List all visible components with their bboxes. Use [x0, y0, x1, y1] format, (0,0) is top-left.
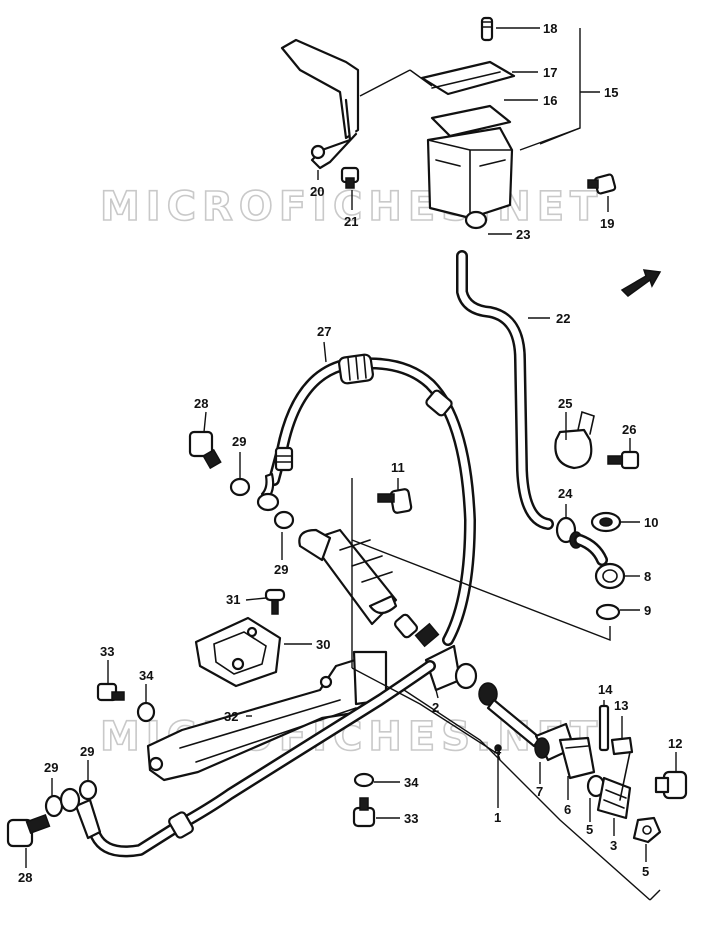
label-29-b: 29 — [274, 562, 288, 577]
washer-9 — [595, 603, 621, 621]
label-29-d: 29 — [80, 744, 94, 759]
washer-29-d — [78, 779, 98, 801]
label-29-c: 29 — [44, 760, 58, 775]
bolt-21 — [340, 166, 360, 189]
label-2: 2 — [432, 700, 439, 715]
label-12: 12 — [668, 736, 682, 751]
label-15: 15 — [604, 85, 618, 100]
leader-lines — [25, 27, 677, 901]
label-5-a: 5 — [586, 822, 593, 837]
label-23: 23 — [516, 227, 530, 242]
brake-pipe-1 — [74, 660, 436, 858]
label-30: 30 — [316, 637, 330, 652]
label-17: 17 — [543, 65, 557, 80]
cotter-pin-13 — [610, 736, 634, 801]
washer-29-b — [273, 510, 295, 530]
bolt-19 — [587, 173, 617, 195]
push-rod-4 — [486, 698, 542, 752]
clevis-3 — [596, 776, 632, 820]
label-31: 31 — [226, 592, 240, 607]
reservoir-hose — [456, 250, 554, 530]
hose-fitting-8 — [574, 534, 626, 590]
label-16: 16 — [543, 93, 557, 108]
label-18: 18 — [543, 21, 557, 36]
label-33-left: 33 — [100, 644, 114, 659]
label-4: 4 — [494, 743, 502, 758]
label-6: 6 — [564, 802, 571, 817]
bolt-26 — [607, 450, 640, 470]
label-10: 10 — [644, 515, 658, 530]
washer-34-center — [353, 772, 375, 788]
plate-30 — [194, 616, 282, 688]
label-28-bottom: 28 — [18, 870, 32, 885]
clamp-bracket-25 — [554, 410, 595, 470]
label-29-a: 29 — [232, 434, 246, 449]
label-27: 27 — [317, 324, 331, 339]
label-33-center: 33 — [404, 811, 418, 826]
label-13: 13 — [614, 698, 628, 713]
brake-hose-27 — [260, 353, 476, 646]
reservoir-bracket — [280, 38, 360, 170]
joint-2 — [424, 644, 498, 706]
label-1: 1 — [494, 810, 501, 825]
label-11: 11 — [391, 460, 405, 475]
washer-29-a — [229, 477, 251, 497]
front-arrow-icon — [620, 269, 662, 297]
label-3: 3 — [610, 838, 617, 853]
master-cylinder — [298, 528, 440, 648]
union-bolt-28-bottom — [6, 813, 51, 848]
banjo-eye — [256, 492, 280, 512]
union-bolt-28-top — [188, 430, 222, 470]
screw-31 — [264, 588, 286, 615]
bolt-12 — [654, 770, 688, 800]
label-21: 21 — [344, 214, 358, 229]
label-9: 9 — [644, 603, 651, 618]
grommet-10 — [590, 511, 622, 533]
watermark-top: MICROFICHES.NET — [100, 184, 603, 230]
label-19: 19 — [600, 216, 614, 231]
bolt-33-center — [352, 797, 376, 828]
washer-29-c — [44, 794, 64, 818]
label-7: 7 — [536, 784, 543, 799]
reservoir-assembly — [420, 16, 516, 230]
bolt-33-left — [96, 682, 125, 702]
label-34-left: 34 — [139, 668, 154, 683]
label-24: 24 — [558, 486, 573, 501]
label-34-center: 34 — [404, 775, 419, 790]
label-14: 14 — [598, 682, 613, 697]
label-5-b: 5 — [642, 864, 649, 879]
label-20: 20 — [310, 184, 324, 199]
bolt-11 — [377, 488, 413, 514]
label-26: 26 — [622, 422, 636, 437]
label-32: 32 — [224, 709, 238, 724]
clevis-6 — [558, 736, 596, 780]
label-28-top: 28 — [194, 396, 208, 411]
nut-5-b — [632, 816, 662, 844]
washer-34-left — [136, 701, 156, 723]
banjo-eye-lower — [59, 787, 81, 813]
label-22: 22 — [556, 311, 570, 326]
pin-14 — [598, 704, 610, 752]
label-8: 8 — [644, 569, 651, 584]
reference-numbers: 18 17 16 15 20 21 19 23 22 27 25 26 28 2… — [18, 21, 682, 885]
label-25: 25 — [558, 396, 572, 411]
